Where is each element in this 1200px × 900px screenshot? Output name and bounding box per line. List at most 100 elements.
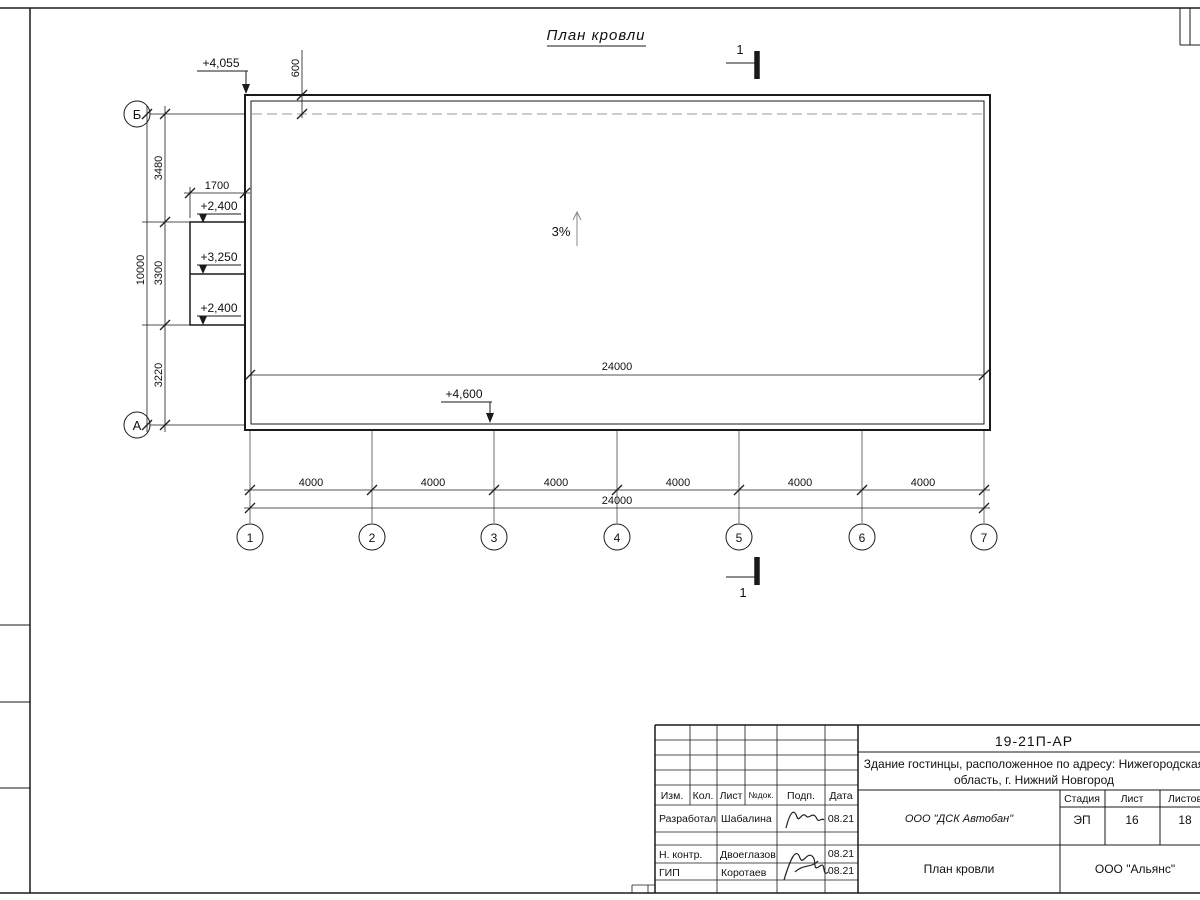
header-kol: Кол. [693,790,714,802]
dim-1700: 1700 [205,180,229,192]
axis-label-a: А [133,418,142,433]
grid-label-6: 6 [859,531,866,545]
elev-4600-leader [441,401,492,413]
grid-label-1: 1 [247,531,254,545]
sheet-title: План кровли [924,862,995,876]
row-name-korotaev: Коротаев [721,867,767,879]
signature-kontr-gip [783,852,829,881]
dim-3480: 3480 [153,156,165,180]
elevation-canopy-bottom: +2,400 [197,301,241,325]
titleblock-right-lines [858,751,1200,893]
grid-label-7: 7 [981,531,988,545]
row-role-razrabotal: Разработал [659,813,716,825]
header-data: Дата [829,790,852,802]
stage-value: ЭП [1073,813,1090,827]
grid-bubble-5 [725,523,753,551]
dim-ticks-4000 [244,484,990,496]
left-dim-ticks [141,108,171,431]
inner-dimension: 24000 [244,361,990,381]
grid-label-3: 3 [491,531,498,545]
roof-parapet-inner-edge [250,100,985,425]
sheets-label: Листов [1168,793,1200,805]
doc-code: 19-21П-АР [995,733,1073,749]
grid-label-4: 4 [614,531,621,545]
left-margin-dividers [0,624,30,789]
grid-label-5: 5 [736,531,743,545]
canopy-dimension: 1700 [184,180,251,218]
elev-3250: +3,250 [200,250,237,264]
grid-extension-lines [249,431,985,523]
inner-dim-ticks [244,369,990,381]
slope-arrow-head [572,210,582,221]
sheets-value: 18 [1178,813,1192,827]
dim-3220: 3220 [153,363,165,387]
title-block: Изм. Кол. Лист №док. Подп. Дата Разработ… [654,724,1200,893]
project-name-line2: область, г. Нижний Новгород [954,773,1114,787]
row-name-dvoeglazov: Двоеглазов [720,849,776,861]
slope-annotation: 3% [552,210,582,246]
grid-dimensions-bottom: 4000 4000 4000 4000 4000 4000 24000 [244,431,990,523]
roof-outer-edge [244,94,991,431]
bottom-left-cells [631,884,655,893]
dim-4000-4: 4000 [666,477,690,489]
plan-title: План кровли [547,27,646,47]
elevation-bottom-edge: +4,600 [441,387,494,423]
grid-bubble-2 [358,523,386,551]
elev-4055-leader [197,70,248,85]
signature-shabalina [785,811,825,829]
sheet-label: Лист [1121,793,1144,805]
section-mark-bottom: 1 [726,557,760,600]
elev-4600: +4,600 [445,387,482,401]
row-role-gip: ГИП [659,867,680,879]
row-date-2: 08.21 [828,848,854,860]
header-podp: Подп. [787,790,815,802]
grid-bubble-3 [480,523,508,551]
elev-4055-arrow [242,84,250,94]
left-dimensions: 3480 3300 3220 10000 [135,106,190,432]
dim-total-24000: 24000 [602,495,633,507]
header-izm: Изм. [661,790,684,802]
row-role-nkontr: Н. контр. [659,849,702,861]
corner-stamp-box [1179,8,1200,46]
axis-bubble-b [123,100,151,128]
titleblock-outer-lines [654,724,1200,893]
grid-bubble-7 [970,523,998,551]
elev-2400-a: +2,400 [200,199,237,213]
company-name: ООО "Альянс" [1095,862,1175,876]
dim-4000-1: 4000 [299,477,323,489]
grid-bubble-6 [848,523,876,551]
dim-4000-6: 4000 [911,477,935,489]
sheet-value: 16 [1125,813,1139,827]
dim-600: 600 [290,59,302,77]
parapet-dimension: 600 [290,50,308,120]
row-date-3: 08.21 [828,865,854,877]
grid-bubbles: 1 2 3 4 5 6 7 [236,523,998,551]
header-ndok: №док. [749,790,774,800]
left-extension-lines [142,221,190,326]
canopy-dim-ticks [184,187,251,199]
dim-3300: 3300 [153,261,165,285]
elevation-canopy-top: +2,400 [197,199,241,223]
plan-title-text: План кровли [547,27,646,44]
elev-2400-b-arrow [199,316,207,325]
section-number-top: 1 [736,42,743,57]
elevation-top-left: +4,055 [197,56,250,94]
titleblock-left-columns [689,725,826,893]
axis-bubble-a [123,411,151,439]
dim-inner-24000: 24000 [602,361,633,373]
grid-label-2: 2 [369,531,376,545]
axis-label-b: Б [133,107,142,122]
dim-10000: 10000 [135,255,147,286]
row-name-shabalina: Шабалина [721,813,772,825]
dim-4000-3: 4000 [544,477,568,489]
roof-outline [189,94,991,431]
elev-2400-b: +2,400 [200,301,237,315]
dim-4000-2: 4000 [421,477,445,489]
elev-3250-arrow [199,265,207,274]
section-number-bottom: 1 [739,585,746,600]
header-list: Лист [720,790,743,802]
contractor-name: ООО "ДСК Автобан" [905,813,1014,825]
project-name-line1: Здание гостинцы, расположенное по адресу… [864,757,1200,771]
